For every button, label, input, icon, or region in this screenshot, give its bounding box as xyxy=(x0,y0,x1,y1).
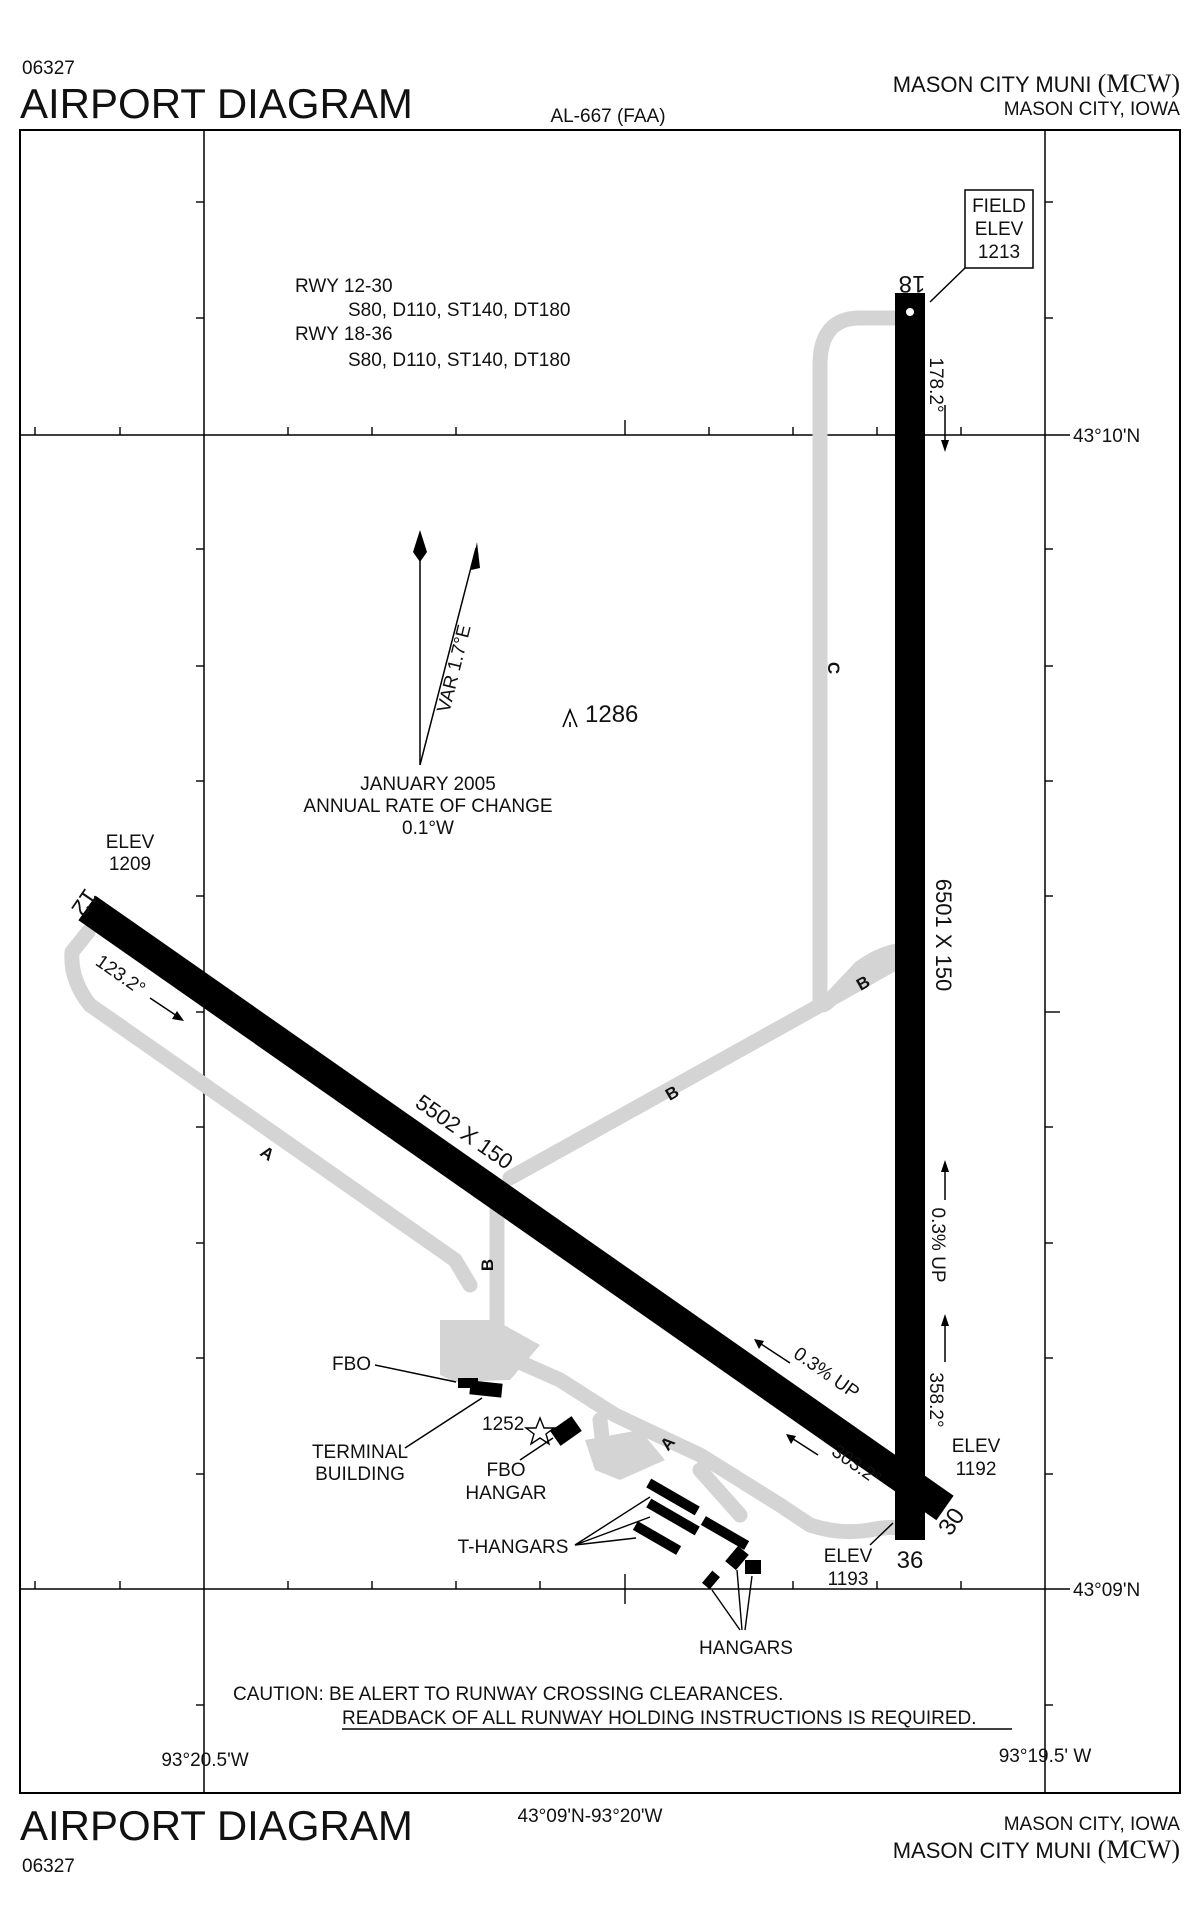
t-hangars-leader-1 xyxy=(574,1496,651,1546)
runway-end-36: 36 xyxy=(897,1547,924,1574)
apron-east xyxy=(585,1430,665,1480)
rwy1-name: RWY 12-30 xyxy=(295,276,393,297)
rwy36-elev-leader xyxy=(869,1522,894,1546)
hangars-leader-3 xyxy=(744,1575,753,1631)
taxiway-c-label: C xyxy=(824,662,843,674)
terminal-building xyxy=(469,1380,503,1398)
fbo-hangar xyxy=(550,1416,582,1446)
west-meridian-ticks xyxy=(196,201,204,1706)
rwy36-elev-value: 1193 xyxy=(828,1569,869,1590)
terminal-label-1: TERMINAL xyxy=(312,1442,408,1463)
terminal-leader xyxy=(404,1397,483,1449)
heading-178-arrowhead xyxy=(941,440,949,452)
taxiway-a-label-1: A xyxy=(257,1142,278,1165)
fbo-hangar-label-1: FBO xyxy=(486,1460,525,1481)
obstacle-icon xyxy=(562,707,578,728)
magnetic-variation: VAR 1.7°E xyxy=(434,623,476,715)
heading-358: 358.2° xyxy=(925,1372,946,1427)
diagram-frame xyxy=(19,129,1181,1794)
field-elev-line1: FIELD xyxy=(972,196,1026,217)
beacon-elevation: 1252 xyxy=(482,1414,524,1435)
runway-18-marker xyxy=(906,308,914,316)
fbo-hangar-leader xyxy=(519,1437,554,1461)
heading-123-arrowhead xyxy=(172,1011,184,1021)
rwy1-strength: S80, D110, ST140, DT180 xyxy=(348,300,571,321)
runway-12-30 xyxy=(78,895,954,1521)
taxiway-hangar-link xyxy=(692,1462,748,1523)
rwy30-elev-label: ELEV xyxy=(952,1436,1001,1457)
field-elev-value: 1213 xyxy=(978,242,1020,263)
hangars-leader-1 xyxy=(711,1589,741,1631)
rwy2-strength: S80, D110, ST140, DT180 xyxy=(348,350,571,371)
header-title: AIRPORT DIAGRAM xyxy=(20,80,413,127)
rwy30-elev-value: 1192 xyxy=(956,1459,997,1480)
t-hangars-leader-3 xyxy=(574,1537,637,1546)
rwy2-name: RWY 18-36 xyxy=(295,324,393,345)
magnetic-north-arrow xyxy=(419,547,477,766)
field-elev-line2: ELEV xyxy=(975,219,1024,240)
north-latitude-ticks xyxy=(34,420,962,435)
slope-18-36: 0.3% UP xyxy=(927,1208,948,1283)
fbo-building xyxy=(458,1378,478,1388)
heading-358-arrowhead xyxy=(941,1314,949,1326)
rwy12-elev-value: 1209 xyxy=(109,854,151,875)
footer-doc-number: 06327 xyxy=(22,1856,75,1877)
lon-east-label: 93°19.5' W xyxy=(999,1746,1092,1767)
slope-18-36-arrowhead xyxy=(941,1160,949,1172)
hangars-leader-2 xyxy=(736,1569,743,1631)
caution-line-2: READBACK OF ALL RUNWAY HOLDING INSTRUCTI… xyxy=(342,1708,977,1729)
slope-12-30-arrow xyxy=(757,1341,791,1364)
lat-north-label: 43°10'N xyxy=(1073,426,1140,447)
lat-south-label: 43°09'N xyxy=(1073,1580,1140,1601)
footer-airport: MASON CITY MUNI (MCW) xyxy=(893,1835,1180,1864)
footer-location: MASON CITY, IOWA xyxy=(1004,1814,1181,1835)
apron xyxy=(440,1320,540,1382)
t-hangars-leader-2 xyxy=(574,1516,651,1546)
beacon-star-icon xyxy=(523,1416,557,1446)
magnetic-date: JANUARY 2005 xyxy=(360,774,496,795)
fbo-leader xyxy=(374,1364,457,1383)
east-meridian-ticks xyxy=(1045,201,1060,1706)
lon-west-label: 93°20.5'W xyxy=(161,1750,248,1771)
true-north-star xyxy=(413,530,427,562)
header-location: MASON CITY, IOWA xyxy=(1004,99,1181,120)
fbo-label: FBO xyxy=(332,1354,371,1375)
rwy36-elev-label: ELEV xyxy=(824,1546,873,1567)
heading-303-arrow xyxy=(789,1436,819,1456)
header-chart-id: AL-667 (FAA) xyxy=(550,106,665,127)
runway-end-18: 18 xyxy=(899,270,926,297)
taxiway-b xyxy=(502,952,908,1186)
fbo-hangar-label-2: HANGAR xyxy=(465,1483,546,1504)
t-hangars-label: T-HANGARS xyxy=(458,1537,569,1558)
magnetic-rate-label: ANNUAL RATE OF CHANGE xyxy=(303,796,552,817)
header-airport: MASON CITY MUNI (MCW) xyxy=(893,69,1180,98)
caution-line-1: CAUTION: BE ALERT TO RUNWAY CROSSING CLE… xyxy=(233,1684,783,1705)
t-hangars-group xyxy=(632,1478,750,1555)
footer-title: AIRPORT DIAGRAM xyxy=(20,1802,413,1849)
field-elev-box xyxy=(964,189,1034,269)
terminal-label-2: BUILDING xyxy=(315,1464,405,1485)
hangars-group xyxy=(702,1545,761,1590)
obstacle-elevation: 1286 xyxy=(585,701,638,728)
footer-coords: 43°09'N-93°20'W xyxy=(518,1806,663,1827)
header-doc-number: 06327 xyxy=(22,58,75,79)
taxiway-b-label-3: B xyxy=(478,1259,497,1271)
hangars-label: HANGARS xyxy=(699,1638,793,1659)
runway-18-36-dims: 6501 X 150 xyxy=(931,879,956,992)
taxiway-a-west xyxy=(64,924,478,1293)
slope-12-30-arrowhead xyxy=(754,1339,764,1349)
heading-178: 178.2° xyxy=(925,357,946,412)
rwy12-elev-label: ELEV xyxy=(106,832,155,853)
magnetic-north-arrowhead xyxy=(471,542,480,570)
field-elev-leader xyxy=(929,267,966,303)
heading-303-arrowhead xyxy=(786,1434,796,1444)
magnetic-rate: 0.1°W xyxy=(402,818,454,839)
